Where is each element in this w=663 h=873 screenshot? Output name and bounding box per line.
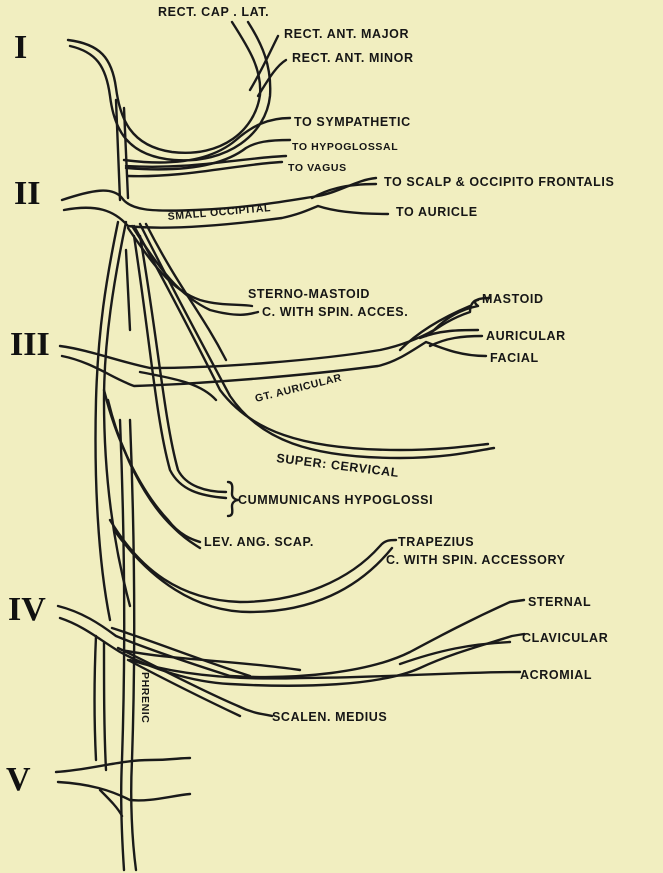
label-auricular: AURICULAR — [486, 329, 566, 343]
label-scalen-medius: SCALEN. MEDIUS — [272, 710, 387, 724]
label-to-auricle: TO AURICLE — [396, 205, 478, 219]
label-c-with-spin-acces: C. WITH SPIN. ACCES. — [262, 305, 408, 319]
bracket-communicans — [228, 482, 238, 516]
phrenic-nerve — [120, 420, 136, 870]
label-phrenic: PHRENIC — [139, 672, 151, 723]
label-acromial: ACROMIAL — [520, 668, 592, 682]
root-label-5: V — [6, 761, 31, 798]
label-to-sympathetic: TO SYMPATHETIC — [294, 115, 411, 129]
label-sternal: STERNAL — [528, 595, 591, 609]
label-to-hypoglossal: TO HYPOGLOSSAL — [292, 141, 398, 153]
nerve-root-4 — [58, 600, 524, 770]
nerve-root-2 — [62, 178, 388, 228]
label-sterno-mastoid: STERNO-MASTOID — [248, 287, 370, 301]
label-to-vagus: TO VAGUS — [288, 162, 347, 174]
label-rect-ant-major: RECT. ANT. MAJOR — [284, 27, 409, 41]
label-clavicular: CLAVICULAR — [522, 631, 608, 645]
label-lev-ang-scap: LEV. ANG. SCAP. — [204, 535, 314, 549]
root-label-1: I — [14, 29, 27, 66]
label-facial: FACIAL — [490, 351, 539, 365]
nerve-root-5 — [56, 758, 190, 816]
label-rect-ant-minor: RECT. ANT. MINOR — [292, 51, 414, 65]
nerve-upper-branches — [124, 118, 290, 176]
root-label-3: III — [10, 326, 50, 363]
label-trapezius: TRAPEZIUS — [398, 535, 474, 549]
root-label-4: IV — [8, 591, 46, 628]
label-rect-cap-lat: RECT. CAP . LAT. — [158, 5, 269, 19]
label-super-cervical: SUPER: CERVICAL — [276, 451, 400, 480]
label-c-with-spin-accessory: C. WITH SPIN. ACCESSORY — [386, 553, 566, 567]
root-label-2: II — [14, 175, 40, 212]
label-to-scalp: TO SCALP & OCCIPITO FRONTALIS — [384, 175, 614, 189]
label-communicans-hypoglossi: CUMMUNICANS HYPOGLOSSI — [238, 493, 433, 507]
label-small-occipital: SMALL OCCIPITAL — [167, 202, 271, 223]
label-mastoid: MASTOID — [482, 292, 544, 306]
